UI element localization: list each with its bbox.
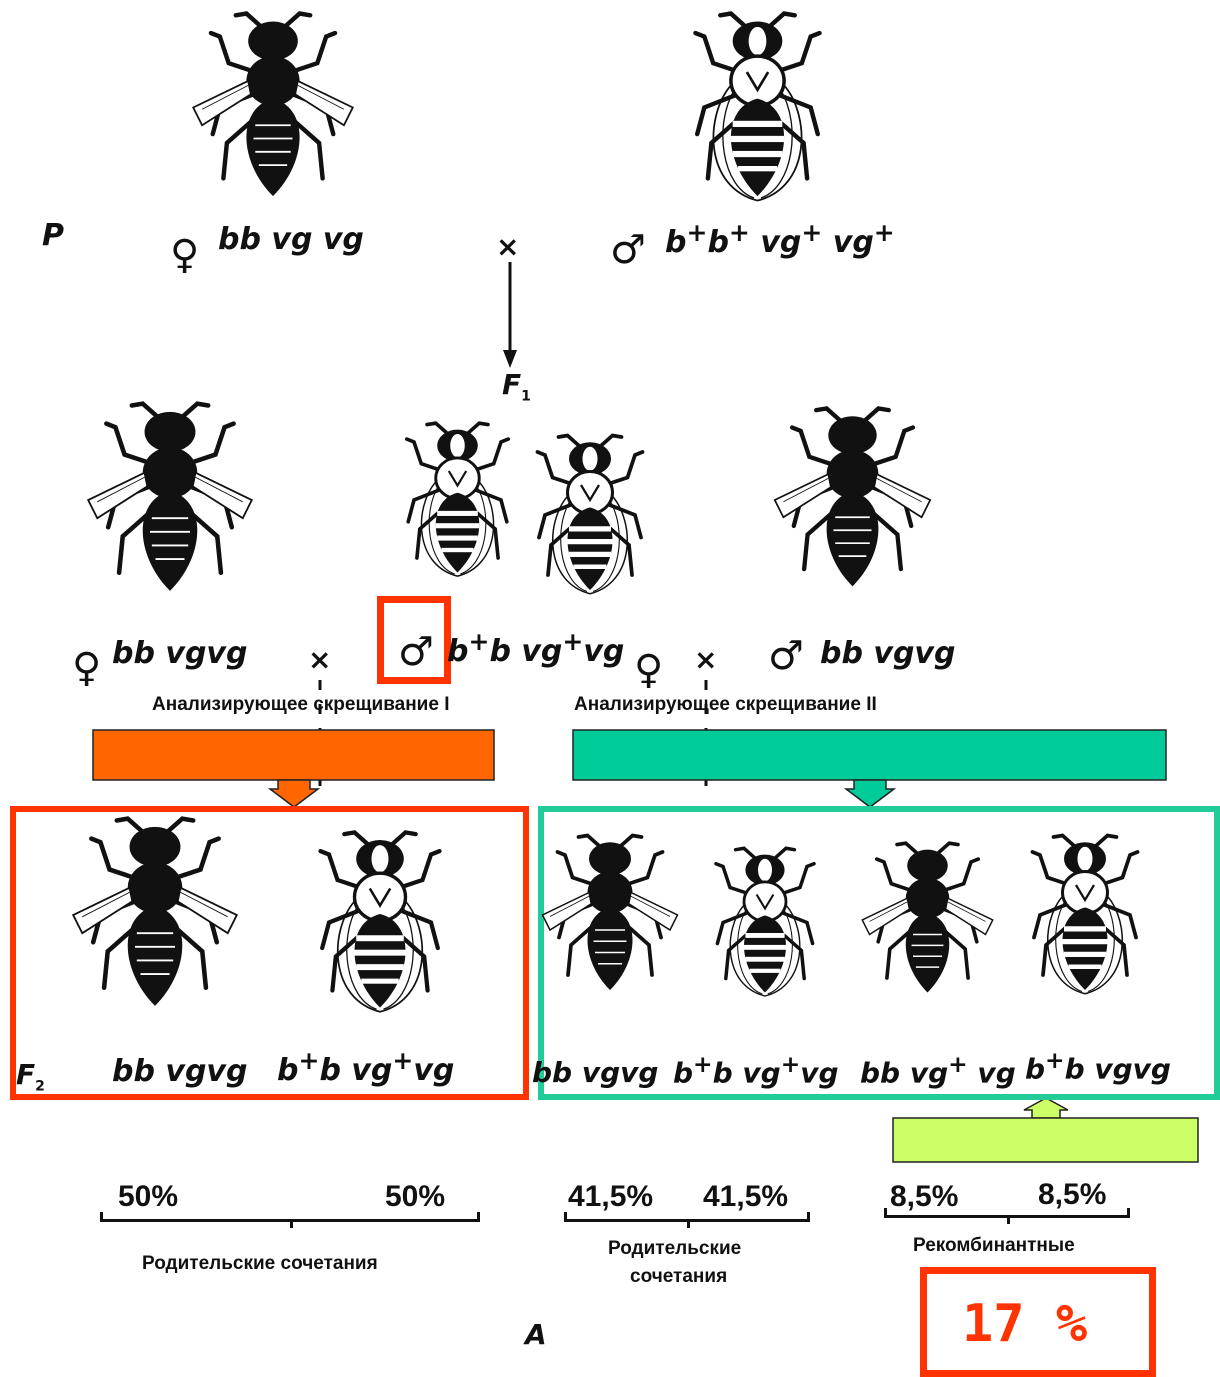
fly-illustration xyxy=(515,405,665,625)
p-female-genotype: bb vg vg xyxy=(218,222,364,257)
cross-symbol: × xyxy=(694,643,717,676)
offspring-genotype: b+b vg+vg xyxy=(673,1050,839,1089)
percentage-value: 41,5% xyxy=(703,1180,788,1214)
cross2-male-genotype: bb vgvg xyxy=(820,636,955,671)
fly-illustration xyxy=(295,815,465,1030)
parental-combinations-caption: Родительские сочетания xyxy=(142,1253,378,1275)
female-symbol: ♀ xyxy=(170,235,199,275)
fly-illustration xyxy=(855,815,1000,1025)
figure-letter: A xyxy=(525,1318,547,1351)
offspring-genotype: b+b vgvg xyxy=(1025,1046,1171,1085)
total-recombinant-annotation: 17 % xyxy=(962,1294,1087,1354)
bracket xyxy=(100,1212,480,1222)
green-callout-banner xyxy=(572,729,1168,809)
offspring-genotype: bb vgvg xyxy=(112,1054,247,1089)
cross1-male-genotype: b+b vg+vg xyxy=(447,627,624,669)
female-symbol: ♀ xyxy=(634,650,663,690)
test-cross-2-caption: Анализирующее скрещивание II xyxy=(574,694,877,716)
male-symbol: ♂ xyxy=(398,632,434,672)
cross-symbol: × xyxy=(496,230,519,263)
fly-illustration xyxy=(60,815,250,1015)
fly-illustration xyxy=(75,400,265,600)
lime-callout-banner xyxy=(892,1098,1200,1164)
percentage-value: 50% xyxy=(385,1180,445,1214)
offspring-genotype: bb vgvg xyxy=(532,1056,658,1089)
fly-illustration xyxy=(765,405,940,595)
fly-illustration xyxy=(1010,815,1160,1015)
fly-illustration xyxy=(385,405,530,595)
bracket xyxy=(564,1212,810,1222)
fly-illustration xyxy=(665,10,850,205)
percentage-value: 8,5% xyxy=(1038,1178,1106,1212)
percentage-value: 41,5% xyxy=(568,1180,653,1214)
cross1-female-genotype: bb vgvg xyxy=(112,636,247,671)
test-cross-1-caption: Анализирующее скрещивание I xyxy=(152,694,449,716)
parental-combinations-caption: Родительские xyxy=(608,1238,741,1260)
label-f1: F1 xyxy=(502,368,531,405)
recombinant-combinations-caption: Рекомбинантные xyxy=(913,1235,1075,1257)
down-arrow-icon xyxy=(500,262,520,372)
parental-combinations-caption: сочетания xyxy=(630,1266,727,1288)
female-symbol: ♀ xyxy=(72,648,101,688)
p-male-genotype: b+b+ vg+ vg+ xyxy=(665,218,895,260)
fly-illustration xyxy=(695,815,835,1030)
male-symbol: ♂ xyxy=(768,636,804,676)
label-f2: F2 xyxy=(16,1058,45,1095)
offspring-genotype: bb vg+ vg xyxy=(860,1050,1016,1089)
offspring-genotype: b+b vg+vg xyxy=(277,1046,454,1088)
fly-illustration xyxy=(535,815,685,1015)
orange-callout-banner xyxy=(92,729,496,809)
cross-symbol: × xyxy=(308,643,331,676)
bracket xyxy=(884,1208,1130,1218)
male-symbol: ♂ xyxy=(610,230,646,270)
percentage-value: 50% xyxy=(118,1180,178,1214)
label-p: P xyxy=(42,218,64,253)
fly-illustration xyxy=(178,10,368,205)
